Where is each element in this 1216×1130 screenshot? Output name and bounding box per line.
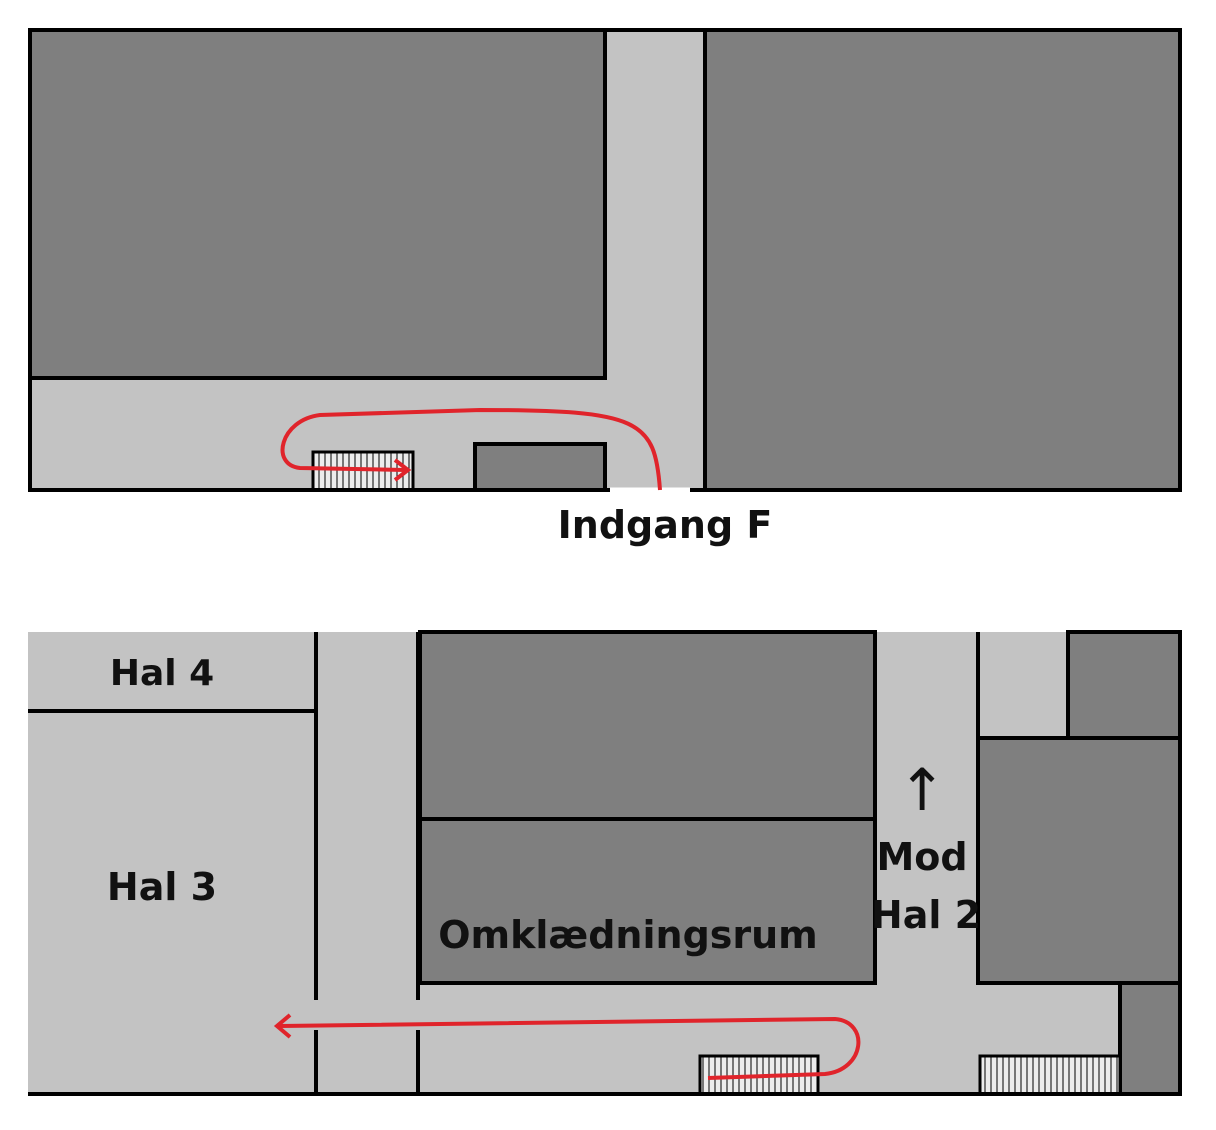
bottom-right-room (976, 736, 1182, 985)
towards-hall-2-label-line2: Hal 2 (871, 893, 981, 937)
up-arrow-icon: ↑ (898, 756, 947, 824)
top-small-room (473, 442, 607, 492)
bottom-route-arrowhead (273, 1013, 292, 1039)
bottom-map: Hal 4 Hal 3 Omklædningsrum ↑ Mod Hal 2 (28, 630, 1182, 1096)
changing-room-label: Omklædningsrum (438, 913, 818, 957)
top-map: Indgang F (28, 28, 1182, 547)
top-route-arrowhead (393, 458, 412, 482)
top-right-building-block (703, 28, 1182, 492)
hall-4-label: Hal 4 (110, 653, 214, 694)
hall-3-label: Hal 3 (107, 865, 217, 909)
bottom-upper-room (418, 630, 877, 821)
top-map-outline (28, 28, 1182, 492)
bottom-staircase-right (978, 1054, 1122, 1096)
bottom-route-line (279, 1016, 861, 1080)
entrance-label: Indgang F (558, 503, 773, 547)
top-route-line (280, 407, 662, 491)
towards-hall-2-label-line1: Mod (876, 835, 967, 879)
bottom-corner-room (1118, 981, 1182, 1096)
changing-room (418, 817, 877, 985)
bottom-top-right-room (1066, 630, 1182, 740)
top-left-building-block (28, 28, 607, 380)
